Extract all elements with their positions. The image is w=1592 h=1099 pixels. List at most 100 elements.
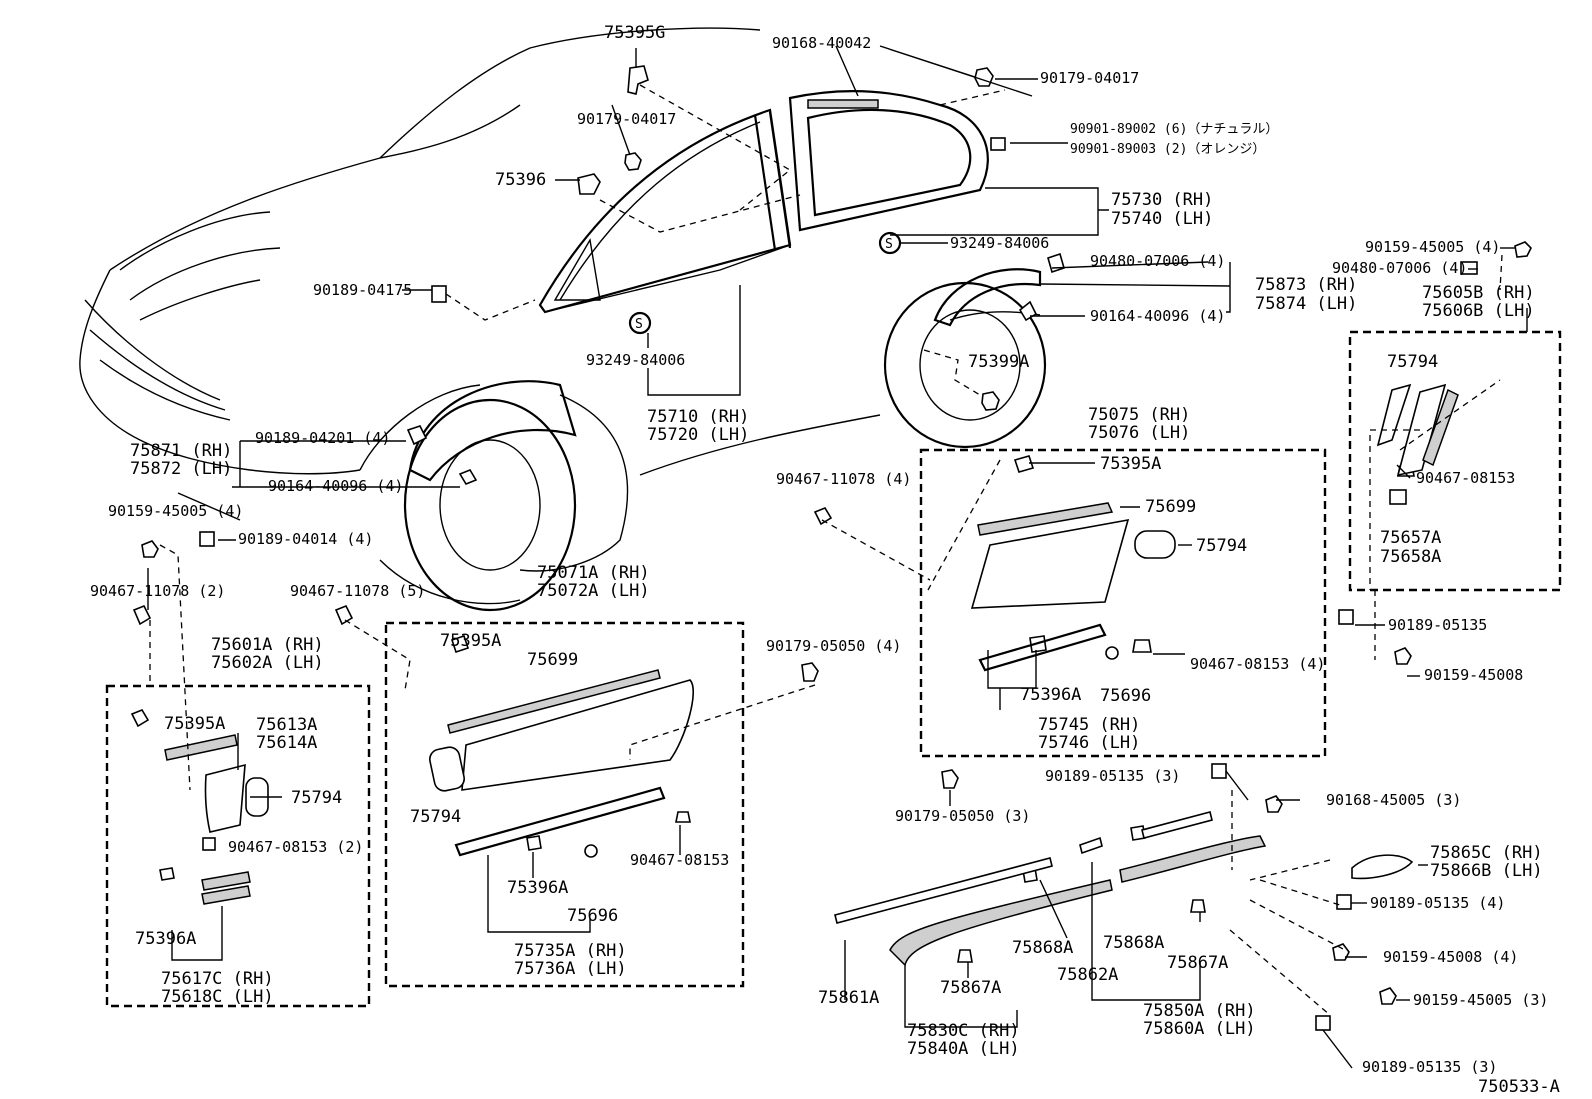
screw-90164-40096-a [1018, 300, 1038, 322]
clip-75867A-b [957, 949, 973, 963]
clip-75867A-a [1190, 899, 1206, 913]
label-75076: 75076 (LH) [1088, 423, 1190, 443]
label-75696-b: 75696 [567, 906, 618, 926]
label-90179-04017-b: 90179-04017 [577, 110, 676, 128]
rear-quarter-window [788, 89, 989, 232]
label-75868A-a: 75868A [1012, 938, 1073, 958]
label-75658A: 75658A [1380, 547, 1441, 567]
screw-90164-40096-b [458, 469, 478, 485]
label-90189-05135-b: 90189-05135 (3) [1045, 767, 1180, 785]
dashed-connectors [149, 84, 1503, 1016]
label-75794-c: 75794 [291, 788, 342, 808]
clip-75396 [577, 173, 601, 195]
label-75614A: 75614A [256, 733, 317, 753]
moulding-75075 [970, 502, 1176, 672]
clip-75657A [1389, 489, 1407, 505]
group-box-75605B [1348, 330, 1562, 592]
clip-90189-05135-b [1211, 763, 1227, 779]
label-75735A: 75735A (RH) [514, 941, 627, 961]
label-90168-40042: 90168-40042 [772, 34, 871, 52]
clip-90189-05135-d [1315, 1015, 1331, 1031]
sealant-mark-2: S [628, 311, 652, 335]
label-90189-05135-d: 90189-05135 (3) [1362, 1058, 1497, 1076]
bolt-90168-45005 [1265, 795, 1283, 813]
label-90480-07006-b: 90480-07006 (4) [1332, 259, 1467, 277]
label-75072A: 75072A (LH) [537, 581, 650, 601]
label-75396A-b: 75396A [507, 878, 568, 898]
label-75874: 75874 (LH) [1255, 294, 1357, 314]
label-75399A: 75399A [968, 352, 1029, 372]
sealant-mark-2-label: S [635, 317, 643, 332]
group-box-75601A [105, 684, 371, 1008]
label-75605B: 75605B (RH) [1422, 283, 1535, 303]
label-90467-08153-d: 90467-08153 [630, 851, 729, 869]
label-75699-a: 75699 [1145, 497, 1196, 517]
label-90164-40096-a: 90164-40096 (4) [1090, 307, 1225, 325]
label-90901-89002: 90901-89002 (6)（ナチュラル） [1070, 122, 1278, 137]
label-75850A: 75850A (RH) [1143, 1001, 1256, 1021]
label-90159-45005-a: 90159-45005 (4) [1365, 238, 1500, 256]
label-90189-04201: 90189-04201 (4) [255, 429, 390, 447]
garnish-75601A [159, 734, 269, 905]
clip-90467-11078-b [132, 604, 152, 626]
sealant-mark-1-label: S [885, 237, 893, 252]
label-75075: 75075 (RH) [1088, 405, 1190, 425]
label-90179-05050-a: 90179-05050 (4) [766, 637, 901, 655]
label-75396A-c: 75396A [135, 929, 196, 949]
nut-90179-04017-b [624, 152, 642, 171]
label-75395A-b: 75395A [440, 631, 501, 651]
label-90189-04014: 90189-04014 (4) [238, 530, 373, 548]
clip-90189-04201 [406, 425, 428, 446]
bolt-90159-45005-b [141, 540, 159, 558]
label-75840A: 75840A (LH) [907, 1039, 1020, 1059]
clip-90467-08153-b [1132, 639, 1152, 653]
diagram-id: 750533-A [1478, 1077, 1560, 1097]
label-75606B: 75606B (LH) [1422, 301, 1535, 321]
label-75720: 75720 (LH) [647, 425, 749, 445]
part-labels: 75395G 90168-40042 90179-04017 90179-040… [90, 23, 1560, 1097]
label-90179-05050-b: 90179-05050 (3) [895, 807, 1030, 825]
bolt-90159-45008-a [1394, 647, 1412, 665]
front-wheel [403, 398, 577, 612]
leader-lines [147, 45, 1528, 1069]
label-90467-08153-c: 90467-08153 (2) [228, 838, 363, 856]
label-75745: 75745 (RH) [1038, 715, 1140, 735]
label-93249-84006-b: 93249-84006 [586, 351, 685, 369]
label-75866B: 75866B (LH) [1430, 861, 1543, 881]
label-75699-b: 75699 [527, 650, 578, 670]
washer-75696-a [1105, 646, 1119, 660]
label-90467-11078-b: 90467-11078 (2) [90, 582, 225, 600]
label-75871: 75871 (RH) [130, 441, 232, 461]
label-90189-04175: 90189-04175 [313, 281, 412, 299]
label-75830C: 75830C (RH) [907, 1021, 1020, 1041]
label-75395A-c: 75395A [164, 714, 225, 734]
clip-90189-05135-a [1338, 609, 1354, 625]
clip-90467-08153-c [202, 837, 216, 851]
group-box-75071A [384, 621, 745, 988]
label-75618C: 75618C (LH) [161, 987, 274, 1007]
label-75862A: 75862A [1057, 965, 1118, 985]
label-90159-45008-a: 90159-45008 [1424, 666, 1523, 684]
label-75602A: 75602A (LH) [211, 653, 324, 673]
label-90467-11078-c: 90467-11078 (5) [290, 582, 425, 600]
label-75395G: 75395G [604, 23, 665, 43]
label-90189-05135-a: 90189-05135 [1388, 616, 1487, 634]
label-75794-b: 75794 [1196, 536, 1247, 556]
label-90467-11078-a: 90467-11078 (4) [776, 470, 911, 488]
front-window-frame [538, 108, 792, 314]
clip-75396A-b [526, 835, 542, 851]
label-75710: 75710 (RH) [647, 407, 749, 427]
label-75696-a: 75696 [1100, 686, 1151, 706]
sealant-mark-1: S [878, 231, 902, 255]
washer-75696-b [584, 844, 598, 858]
nut-75399A [981, 391, 1000, 411]
label-90179-04017-a: 90179-04017 [1040, 69, 1139, 87]
label-75736A: 75736A (LH) [514, 959, 627, 979]
nut-90179-05050-a [801, 662, 819, 682]
label-75873: 75873 (RH) [1255, 275, 1357, 295]
label-75071A: 75071A (RH) [537, 563, 650, 583]
label-75867A-b: 75867A [940, 978, 1001, 998]
clip-90901-89002 [990, 137, 1006, 151]
label-75730: 75730 (RH) [1111, 190, 1213, 210]
